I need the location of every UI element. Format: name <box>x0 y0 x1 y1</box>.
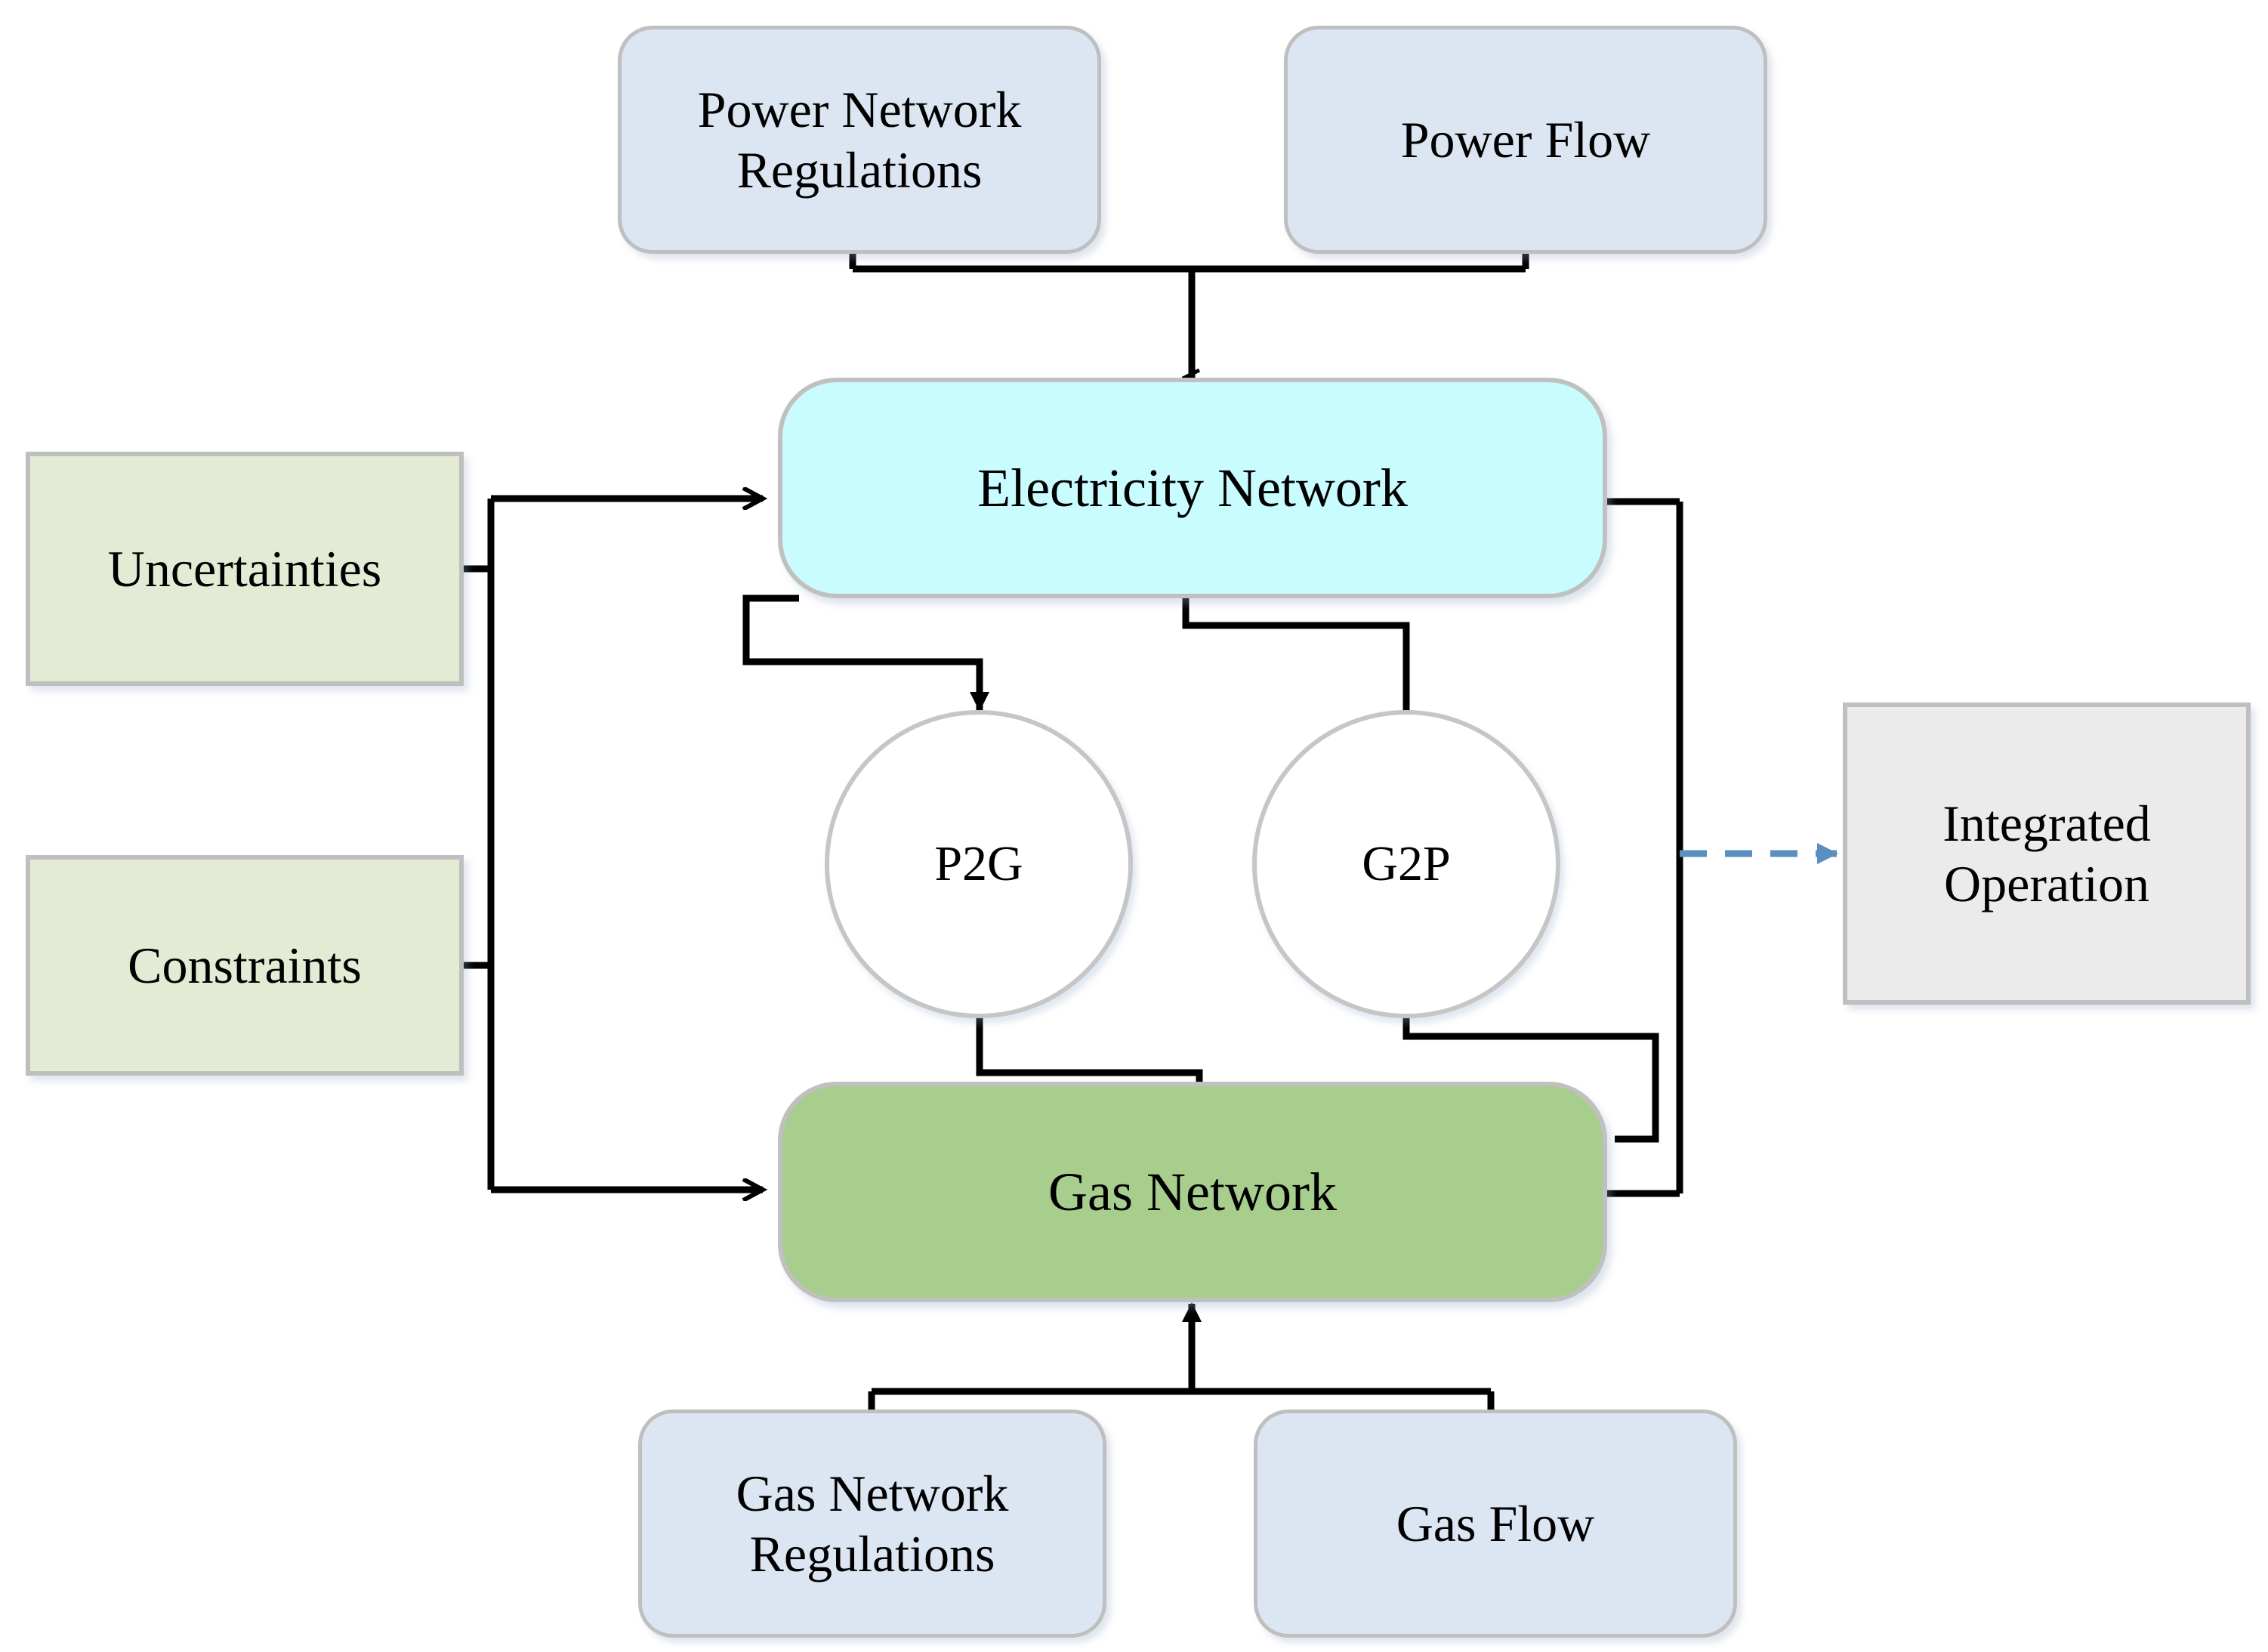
node-gas-network-regulations[interactable]: Gas Network Regulations <box>638 1410 1106 1638</box>
node-electricity-network[interactable]: Electricity Network <box>778 378 1607 598</box>
node-gas-flow[interactable]: Gas Flow <box>1254 1410 1737 1638</box>
uncertainties-label: Uncertainties <box>107 539 382 597</box>
node-uncertainties[interactable]: Uncertainties <box>26 452 464 686</box>
integrated-operation-label: Integrated Operation <box>1942 794 2151 912</box>
electricity-network-label: Electricity Network <box>977 457 1408 518</box>
node-power-flow[interactable]: Power Flow <box>1284 26 1767 254</box>
p2g-label: P2G <box>934 836 1023 892</box>
wire-electricity-to-p2g <box>742 594 989 712</box>
gas-network-regulations-label: Gas Network Regulations <box>736 1464 1009 1583</box>
node-g2p[interactable]: G2P <box>1252 710 1560 1018</box>
gas-network-label: Gas Network <box>1048 1161 1337 1222</box>
constraints-label: Constraints <box>128 936 362 994</box>
power-network-regulations-label: Power Network Regulations <box>697 80 1022 199</box>
power-flow-label: Power Flow <box>1400 110 1651 168</box>
node-p2g[interactable]: P2G <box>825 710 1133 1018</box>
g2p-label: G2P <box>1362 836 1451 892</box>
node-gas-network[interactable]: Gas Network <box>778 1082 1607 1302</box>
node-integrated-operation[interactable]: Integrated Operation <box>1843 702 2251 1005</box>
node-constraints[interactable]: Constraints <box>26 855 464 1076</box>
gas-flow-label: Gas Flow <box>1396 1494 1595 1552</box>
node-power-network-regulations[interactable]: Power Network Regulations <box>618 26 1101 254</box>
